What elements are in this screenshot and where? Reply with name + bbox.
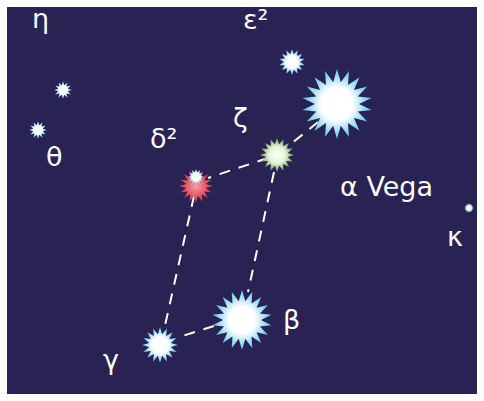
star-label: θ <box>46 142 63 172</box>
star-label: ζ <box>233 103 248 133</box>
star-label: γ <box>103 345 119 375</box>
gamma-star <box>142 327 178 363</box>
epsilon-star <box>279 49 304 75</box>
delta-blue-star <box>188 169 204 185</box>
star-label: δ² <box>150 124 177 154</box>
beta-star <box>213 290 272 350</box>
star-label: κ <box>447 222 463 252</box>
star-name-label: α Vega <box>340 172 433 202</box>
eta-star <box>54 81 72 99</box>
delta-red-star <box>179 169 213 203</box>
kappa-star <box>464 203 474 213</box>
sky-ground <box>7 7 477 394</box>
star-label: ε² <box>243 5 268 35</box>
star-label: η <box>32 4 49 34</box>
theta-star <box>29 121 47 139</box>
zeta-star <box>260 138 294 172</box>
star-label: β <box>283 305 300 335</box>
vega-star <box>303 69 372 139</box>
